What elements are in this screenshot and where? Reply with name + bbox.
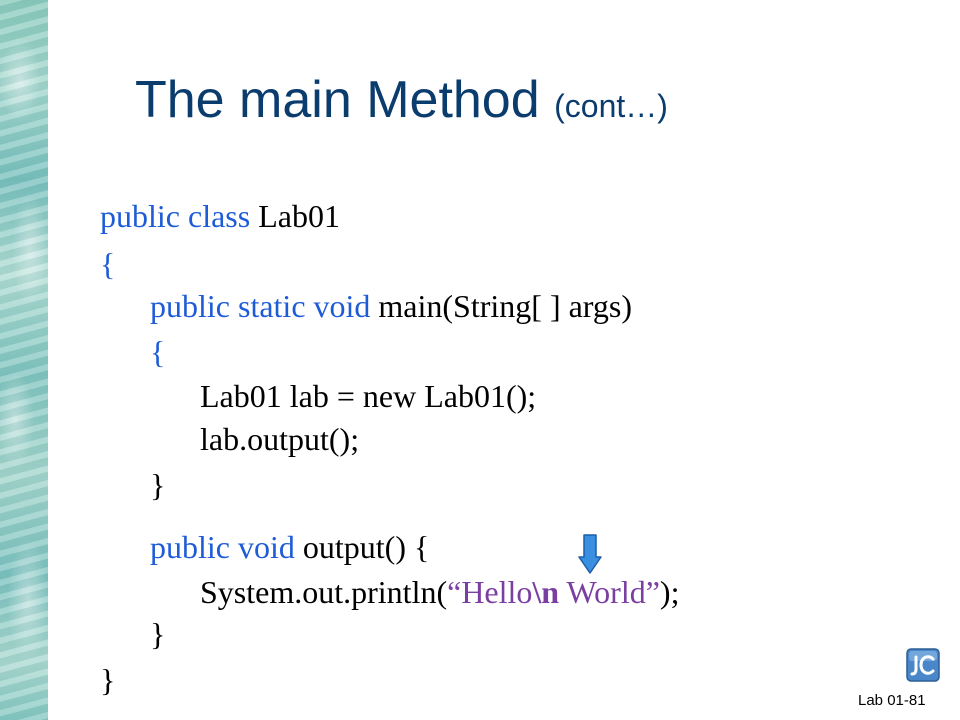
code-escape-sequence: \n [532,574,560,610]
code-line-5: Lab01 lab = new Lab01(); [200,380,536,412]
code-line-2: { [100,248,115,280]
code-text: main(String[ ] args) [378,288,632,324]
code-text: Lab01 lab = new Lab01(); [200,378,537,414]
code-line-7: } [150,469,165,501]
decorative-side-strip [0,0,48,720]
code-keyword: public static void [150,288,371,324]
code-line-6: lab.output(); [200,423,359,455]
code-line-11: } [100,664,115,696]
code-brace: { [100,246,116,282]
code-brace: } [150,616,166,652]
code-brace: } [100,662,116,698]
code-keyword: public class [100,198,251,234]
code-line-1: public class Lab01 [100,200,340,232]
code-string: “Hello [447,574,533,610]
down-arrow-icon [578,534,602,574]
code-text: Lab01 [258,198,340,234]
slide-title-main: The main Method [135,71,540,129]
code-line-8: public void output() { [150,531,429,563]
jc-logo-icon [906,648,940,682]
code-line-9: System.out.println(“Hello\n World”); [200,576,679,608]
code-line-10: } [150,618,165,650]
code-line-4: { [150,336,165,368]
code-text: ); [659,574,680,610]
slide-title: The main Method (cont…) [135,74,668,126]
code-line-3: public static void main(String[ ] args) [150,290,632,322]
code-string: World” [559,574,660,610]
code-keyword: public void [150,529,295,565]
code-text: lab.output(); [200,421,360,457]
code-text: output() { [302,529,430,565]
code-brace: { [150,334,166,370]
code-brace: } [150,467,166,503]
code-text: System.out.println( [200,574,448,610]
slide-footer: Lab 01-81 [858,692,926,709]
slide-title-suffix: (cont…) [554,88,668,124]
